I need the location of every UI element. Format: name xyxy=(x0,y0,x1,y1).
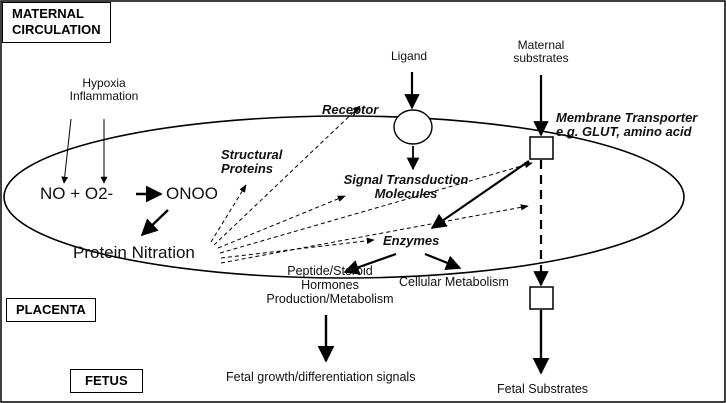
membrane-transporter-label: Membrane Transporter e.g. GLUT, amino ac… xyxy=(556,110,698,140)
receptor-label: Receptor xyxy=(322,102,379,117)
membrane-transporter-line2: e.g. GLUT, amino acid xyxy=(556,124,692,140)
cellular-metabolism-label: Cellular Metabolism xyxy=(399,275,509,289)
peptide-steroid-label: Peptide/Steroid Hormones Production/Meta… xyxy=(250,264,410,306)
placenta-label: PLACENTA xyxy=(16,302,86,317)
dashed-arrow-metabolism xyxy=(220,204,529,264)
dashed-arrow-transporter xyxy=(219,161,533,254)
membrane-transporter-line1: Membrane Transporter xyxy=(556,110,698,125)
arrow-hypoxia-no xyxy=(61,118,72,184)
arrow-onoo-nitration xyxy=(140,209,169,237)
signal-transduction-label: Signal Transduction Molecules xyxy=(332,172,480,202)
maternal-circulation-box: MATERNAL CIRCULATION xyxy=(2,2,111,43)
placenta-box: PLACENTA xyxy=(6,298,96,323)
signal-line2: Molecules xyxy=(374,186,438,202)
arrow-enzymes-metabolism xyxy=(424,252,462,271)
maternal-substrates-line1: Maternal xyxy=(517,38,565,52)
peptide-line3: Production/Metabolism xyxy=(266,291,394,306)
placenta-ellipse xyxy=(3,115,685,279)
receptor-shape xyxy=(393,109,433,145)
protein-nitration-label: Protein Nitration xyxy=(73,243,195,262)
maternal-substrates-line2: substrates xyxy=(513,51,569,66)
hypoxia-text: Hypoxia xyxy=(82,76,126,90)
ligand-label: Ligand xyxy=(391,49,428,63)
enzymes-label: Enzymes xyxy=(383,233,440,248)
transporter-square-top xyxy=(529,136,554,160)
hypoxia-label: Hypoxia Inflammation xyxy=(62,76,146,104)
arrow-enzymes-peptide xyxy=(343,252,397,275)
transporter-square-bottom xyxy=(529,286,554,310)
fetus-label: FETUS xyxy=(85,373,128,388)
structural-line1: Structural xyxy=(221,147,283,162)
fetal-substrates-label: Fetal Substrates xyxy=(497,382,589,396)
structural-proteins-label: Structural Proteins xyxy=(221,147,283,177)
maternal-label-line1: MATERNAL xyxy=(12,6,84,21)
inflammation-text: Inflammation xyxy=(69,89,139,104)
fetus-box: FETUS xyxy=(70,369,143,394)
onoo-label: ONOO xyxy=(166,184,218,203)
dashed-arrow-signal xyxy=(217,195,346,249)
peptide-line1: Peptide/Steroid xyxy=(287,264,373,278)
maternal-substrates-label: Maternal substrates xyxy=(500,38,582,66)
peptide-line2: Hormones xyxy=(301,277,359,292)
dashed-arrow-receptor xyxy=(213,105,361,246)
no-o2-label: NO + O2- xyxy=(40,184,114,203)
signal-line1: Signal Transduction xyxy=(343,172,469,187)
maternal-label-line2: CIRCULATION xyxy=(12,22,101,38)
arrow-transporter-enzymes xyxy=(430,160,530,229)
structural-line2: Proteins xyxy=(221,161,274,177)
fetal-growth-label: Fetal growth/differentiation signals xyxy=(226,370,416,384)
